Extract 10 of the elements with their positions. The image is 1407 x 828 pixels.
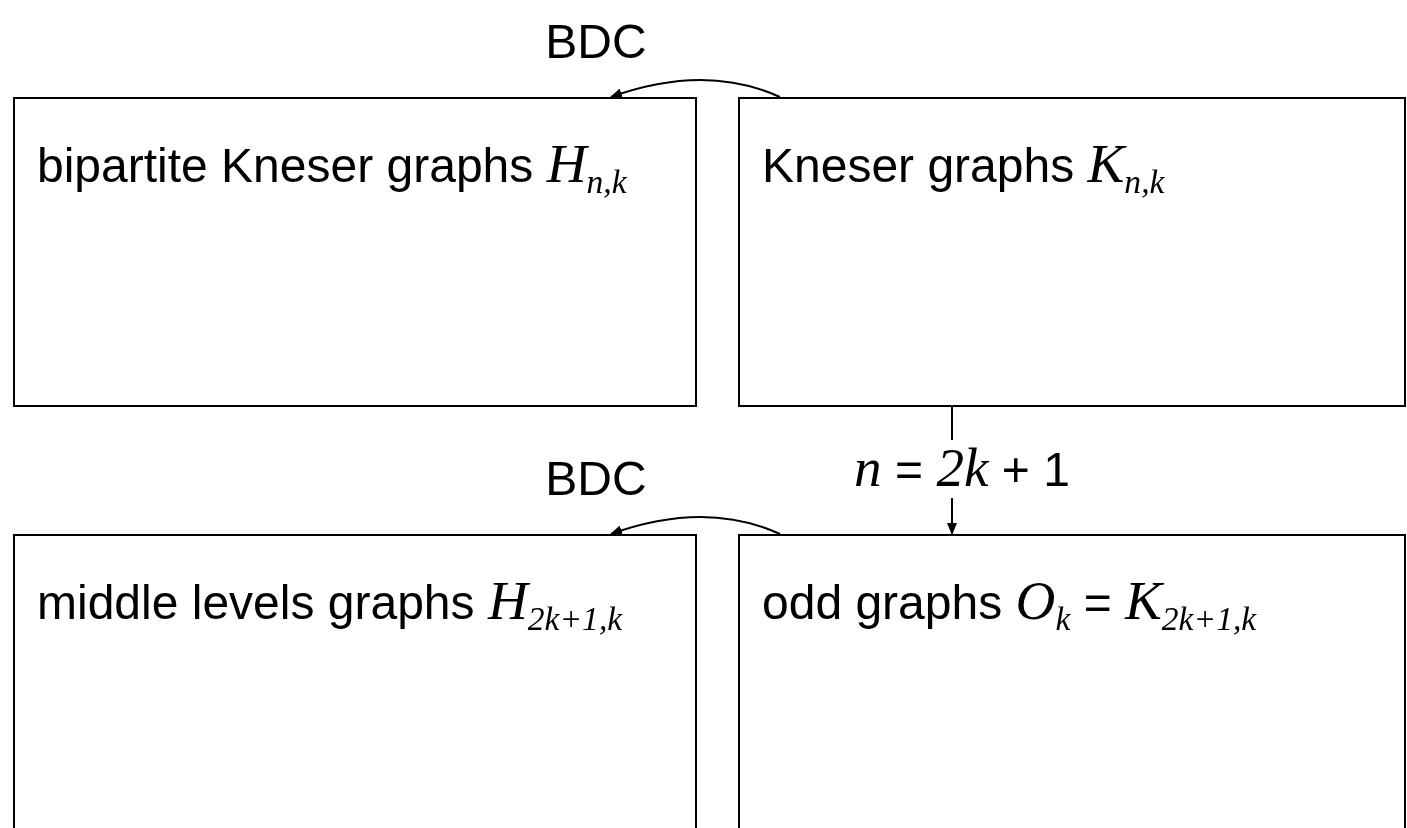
graph-class-box: [738, 534, 1406, 828]
graph-class-box: [738, 97, 1406, 407]
arrow: [610, 516, 781, 536]
graph-class-box: [13, 534, 697, 828]
box-text: odd graphs O$_{k}$ = K$_{2k+1,k}$: [762, 569, 1258, 639]
box-text: middle levels graphs H$_{2k+1,k}$: [37, 569, 624, 639]
graph-class-box: [13, 97, 697, 407]
box-text: bipartite Kneser graphs H$_{n,k}$: [37, 132, 628, 202]
arrow: [610, 79, 781, 99]
box-text: Kneser graphs K$_{n,k}$: [762, 132, 1166, 202]
